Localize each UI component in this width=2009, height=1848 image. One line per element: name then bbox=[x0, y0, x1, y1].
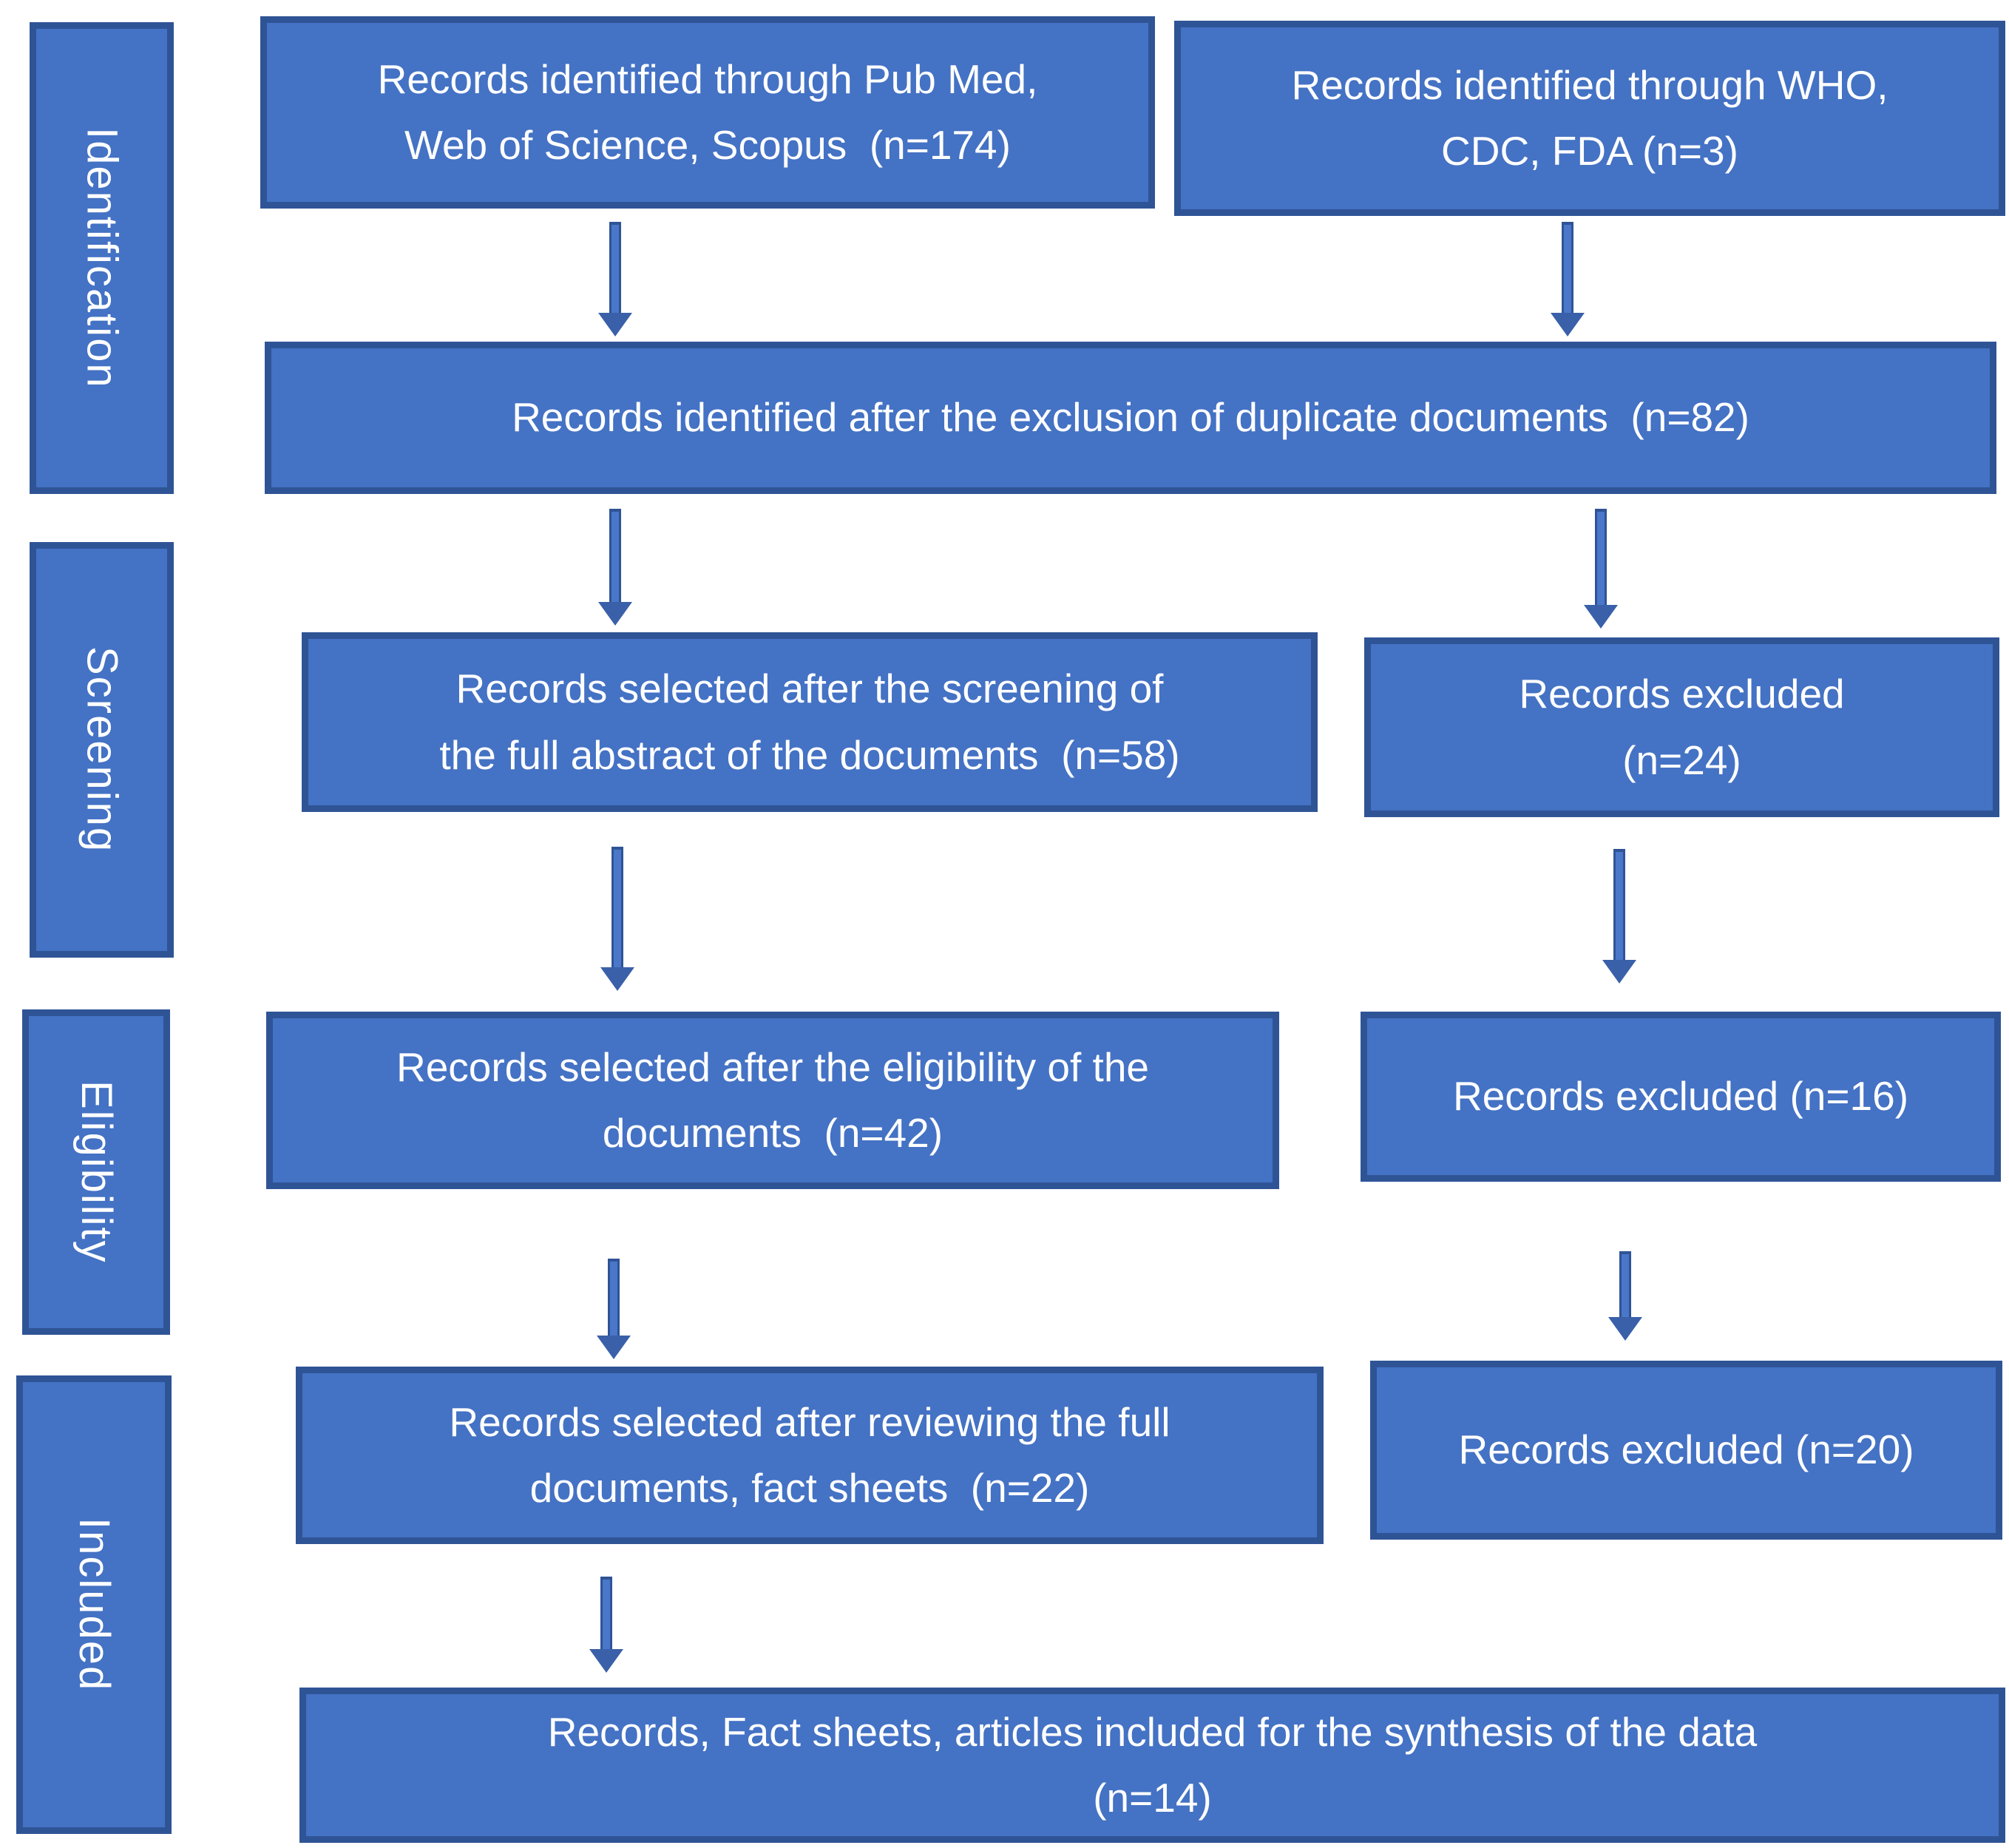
arrow-fullreview-to-included-icon bbox=[589, 1577, 623, 1673]
arrow-excluded16-to-excluded20-icon bbox=[1608, 1251, 1642, 1341]
arrow-stem bbox=[600, 1577, 612, 1652]
arrow-head bbox=[1551, 313, 1585, 336]
box-records-excluded-screening: Records excluded (n=24) bbox=[1364, 637, 1999, 817]
stage-label-text: Included bbox=[70, 1517, 118, 1692]
box-records-after-eligibility: Records selected after the eligibility o… bbox=[266, 1012, 1279, 1189]
stage-label-included: Included bbox=[16, 1375, 172, 1834]
box-records-identified-databases: Records identified through Pub Med, Web … bbox=[260, 16, 1155, 209]
arrow-stem bbox=[609, 222, 621, 316]
arrow-head bbox=[1608, 1317, 1642, 1341]
arrow-head bbox=[597, 1336, 631, 1359]
arrow-head bbox=[598, 313, 632, 336]
arrow-stem bbox=[1619, 1251, 1631, 1320]
arrow-dedup-to-excluded24-icon bbox=[1584, 509, 1618, 629]
arrow-dedup-to-screening-icon bbox=[598, 509, 632, 626]
box-records-included-synthesis: Records, Fact sheets, articles included … bbox=[299, 1688, 2005, 1843]
box-records-identified-who-cdc-fda: Records identified through WHO, CDC, FDA… bbox=[1174, 21, 2005, 216]
stage-label-text: Eligibility bbox=[72, 1080, 121, 1264]
box-text: Records identified through Pub Med, Web … bbox=[377, 55, 1038, 168]
arrow-stem bbox=[608, 1259, 620, 1338]
box-text: Records excluded (n=20) bbox=[1458, 1426, 1914, 1473]
arrow-stem bbox=[611, 847, 623, 970]
stage-label-screening: Screening bbox=[30, 542, 174, 958]
arrow-eligibility-to-fullreview-icon bbox=[597, 1259, 631, 1359]
box-records-excluded-eligibility: Records excluded (n=16) bbox=[1361, 1012, 2001, 1182]
stage-label-text: Screening bbox=[78, 646, 126, 853]
arrow-head bbox=[1584, 605, 1618, 629]
arrow-head bbox=[600, 967, 634, 991]
arrow-stem bbox=[1595, 509, 1607, 608]
stage-label-eligibility: Eligibility bbox=[22, 1009, 170, 1335]
box-records-after-duplicate-exclusion: Records identified after the exclusion o… bbox=[265, 342, 1996, 494]
box-text: Records identified through WHO, CDC, FDA… bbox=[1291, 61, 1888, 174]
box-text: Records selected after the screening of … bbox=[439, 666, 1180, 778]
arrow-who-to-dedup-icon bbox=[1551, 222, 1585, 336]
arrow-head bbox=[598, 602, 632, 626]
box-text: Records excluded (n=24) bbox=[1519, 671, 1845, 783]
arrow-head bbox=[1602, 960, 1636, 984]
stage-label-text: Identification bbox=[78, 127, 126, 389]
box-records-excluded-full-review: Records excluded (n=20) bbox=[1370, 1361, 2002, 1540]
arrow-head bbox=[589, 1649, 623, 1673]
box-text: Records selected after the eligibility o… bbox=[396, 1043, 1150, 1156]
box-text: Records identified after the exclusion o… bbox=[512, 394, 1749, 441]
arrow-databases-to-dedup-icon bbox=[598, 222, 632, 336]
stage-label-identification: Identification bbox=[30, 22, 174, 494]
arrow-stem bbox=[609, 509, 621, 605]
arrow-excluded24-to-excluded16-icon bbox=[1602, 849, 1636, 984]
arrow-stem bbox=[1613, 849, 1625, 963]
box-records-after-full-review: Records selected after reviewing the ful… bbox=[296, 1367, 1324, 1544]
arrow-screening-to-eligibility-icon bbox=[600, 847, 634, 991]
box-records-after-abstract-screening: Records selected after the screening of … bbox=[302, 632, 1318, 812]
box-text: Records, Fact sheets, articles included … bbox=[547, 1708, 1758, 1821]
arrow-stem bbox=[1562, 222, 1573, 316]
box-text: Records selected after reviewing the ful… bbox=[449, 1398, 1170, 1511]
box-text: Records excluded (n=16) bbox=[1452, 1073, 1909, 1120]
